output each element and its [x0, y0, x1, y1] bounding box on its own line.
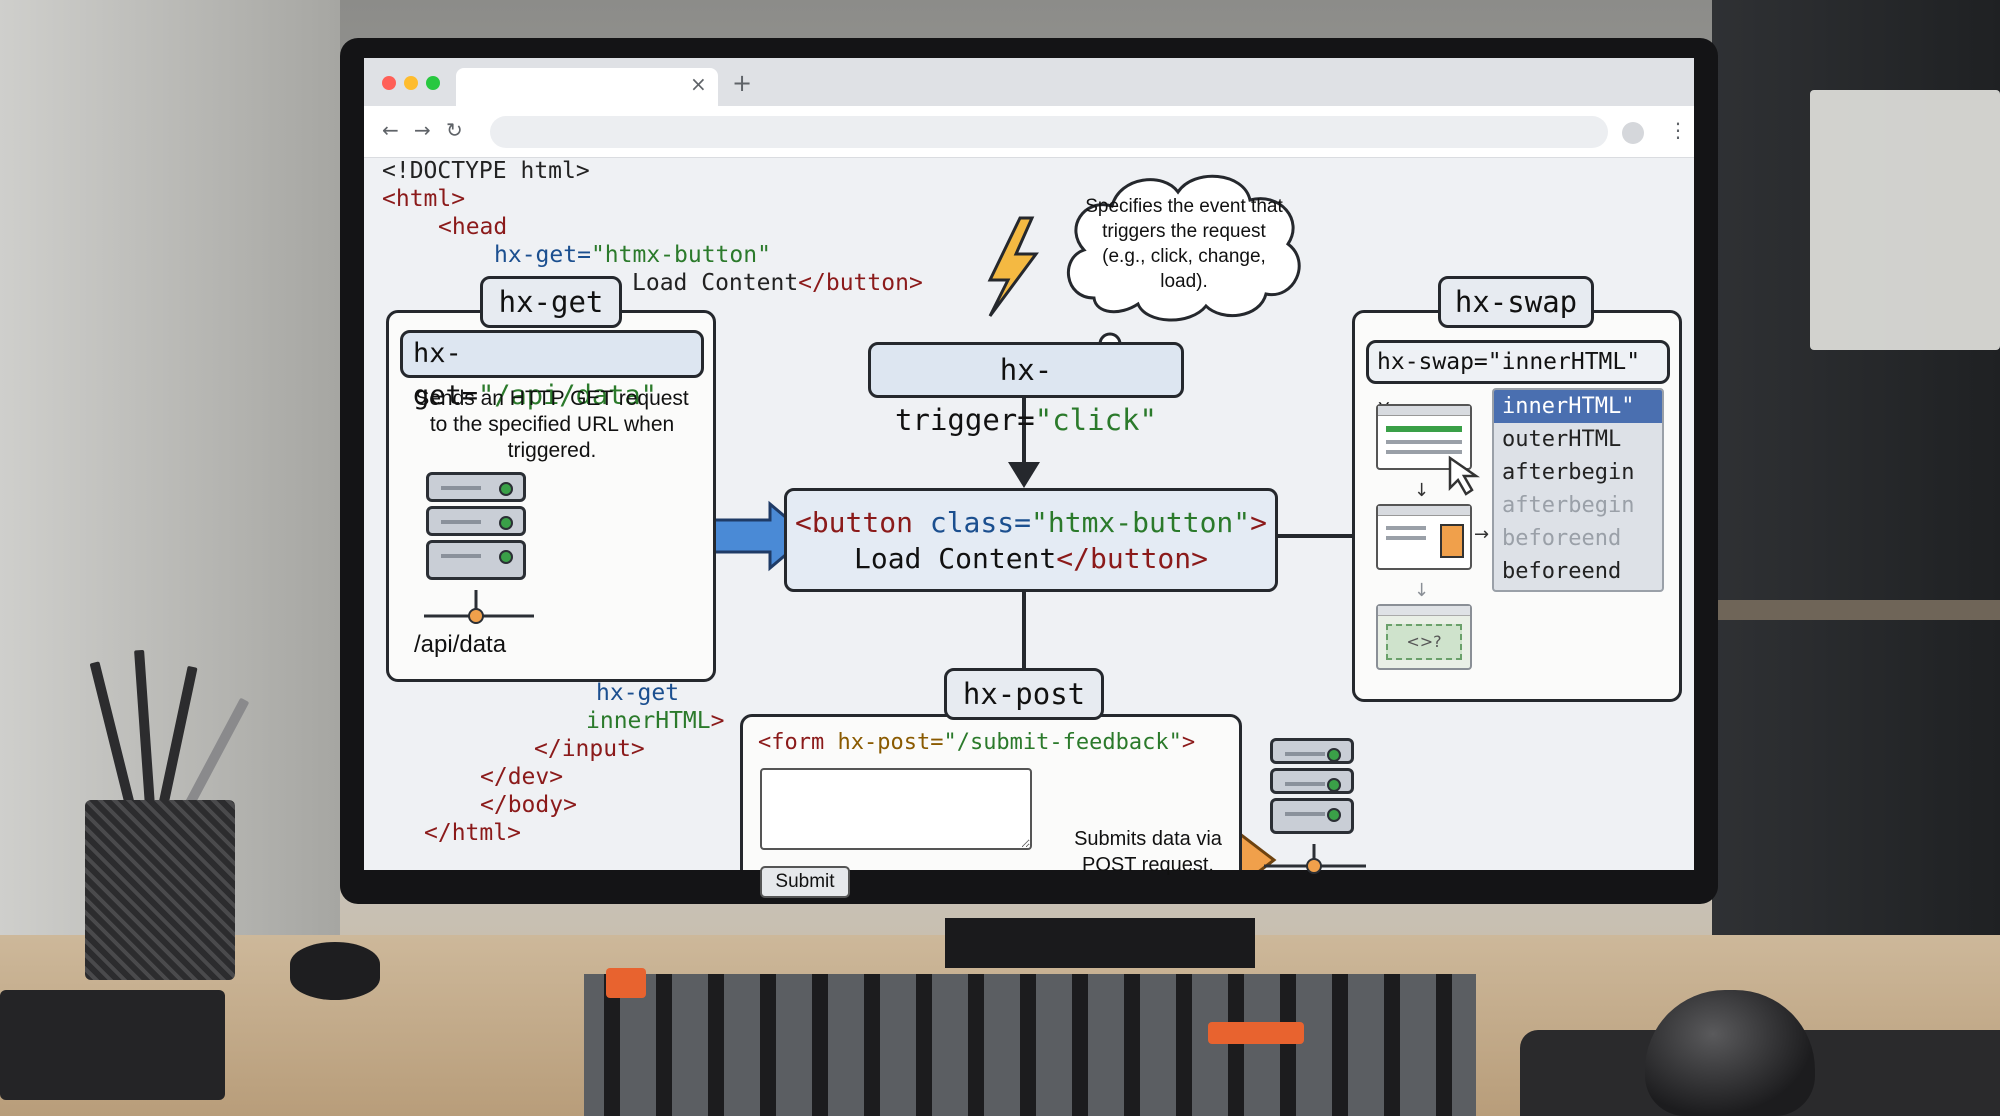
browser-tab[interactable] — [456, 68, 718, 106]
code-tag: </button> — [798, 270, 923, 296]
tab-close-icon[interactable]: × — [690, 72, 707, 96]
forward-arrow-icon[interactable]: → — [414, 118, 431, 142]
feedback-textarea[interactable] — [760, 768, 1032, 850]
button-open-line: <button class="htmx-button"> — [787, 505, 1275, 541]
keyboard — [560, 958, 1500, 1116]
hx-get-title: hx-get — [480, 276, 622, 328]
code-attr: class= — [929, 506, 1031, 539]
code-line: </body> — [480, 792, 577, 818]
form-code-line: <form hx-post="/submit-feedback"> — [758, 730, 1195, 755]
down-arrow-icon: ↓ — [1414, 580, 1430, 601]
attr-value: "click" — [1034, 403, 1157, 437]
code-value: "htmx-button" — [590, 242, 771, 268]
right-arrow-icon: → — [1474, 524, 1490, 545]
swap-options-list[interactable]: innerHTML" outerHTML afterbegin afterbeg… — [1492, 388, 1664, 592]
attr-name: hx-trigger= — [895, 353, 1053, 437]
code-line: Load Content</button> — [632, 270, 923, 296]
hx-swap-select[interactable]: hx-swap="innerHTML" ⌄ — [1366, 340, 1670, 413]
browser-window: × + ← → ↻ ⋮ <!DOCTYPE html> <html> <head… — [364, 58, 1694, 870]
desk-puck — [290, 942, 380, 1000]
code-tag: > — [710, 708, 725, 734]
code-line: innerHTML> — [586, 708, 724, 734]
hx-get-attribute: hx-get="/api/data" — [400, 330, 704, 411]
spacer — [760, 860, 761, 861]
submit-button[interactable]: Submit — [760, 866, 850, 898]
attr-value: "/api/data" — [478, 380, 657, 411]
hx-post-description: Submits data via POST request. — [1074, 828, 1222, 876]
code-text: Load Content — [632, 270, 799, 296]
attr-name: hx-get= — [413, 338, 479, 411]
address-bar[interactable] — [490, 116, 1608, 148]
network-icon — [424, 590, 534, 624]
shelf — [1712, 600, 2000, 620]
code-line: </html> — [424, 820, 521, 846]
code-tag: > — [1250, 506, 1268, 539]
back-arrow-icon[interactable]: ← — [382, 118, 399, 142]
minimize-window-button[interactable] — [404, 76, 418, 90]
code-tag: > — [1181, 730, 1196, 755]
maximize-window-button[interactable] — [426, 76, 440, 90]
code-tag: <form — [758, 730, 825, 755]
hx-swap-title: hx-swap — [1438, 276, 1594, 328]
background-wall — [0, 0, 340, 940]
button-element-box[interactable]: <button class="htmx-button"> Load Conten… — [784, 488, 1278, 592]
page-after-swap-icon: <>? — [1376, 604, 1472, 670]
code-line: <head — [438, 214, 508, 240]
select-value: hx-swap="innerHTML" — [1377, 349, 1641, 375]
swap-option[interactable]: outerHTML — [1502, 427, 1622, 452]
code-text: Load Content — [853, 542, 1057, 575]
swap-option[interactable]: afterbegin — [1502, 460, 1635, 485]
swap-placeholder-glyph: <>? — [1386, 624, 1462, 660]
code-value: "/submit-feedback" — [943, 730, 1182, 755]
profile-avatar[interactable] — [1622, 122, 1644, 144]
notebook — [0, 990, 225, 1100]
new-tab-icon[interactable]: + — [732, 69, 753, 97]
button-text-line: Load Content</button> — [787, 541, 1275, 577]
hx-post-title: hx-post — [944, 668, 1104, 720]
page-before-swap-icon — [1376, 404, 1472, 470]
close-window-button[interactable] — [382, 76, 396, 90]
down-arrow-icon: ↓ — [1414, 480, 1430, 501]
swap-option[interactable]: innerHTML" — [1494, 390, 1662, 423]
trigger-description: Specifies the event that triggers the re… — [1085, 196, 1283, 292]
swap-option[interactable]: beforeend — [1502, 559, 1622, 584]
code-line: <!DOCTYPE html> — [382, 158, 590, 184]
keyboard-accent-key — [1208, 1022, 1304, 1044]
browser-menu-icon[interactable]: ⋮ — [1668, 118, 1688, 142]
post-network-icon — [1264, 844, 1366, 874]
code-attr: hx-get= — [494, 242, 591, 268]
swap-option[interactable]: afterbegin — [1502, 493, 1635, 518]
computer-mouse — [1645, 990, 1815, 1116]
hx-trigger-attribute: hx-trigger="click" — [868, 342, 1184, 437]
code-line: hx-get — [596, 680, 680, 706]
code-value: "htmx-button" — [1031, 506, 1251, 539]
lightning-icon — [987, 216, 1039, 317]
code-line: </input> — [534, 736, 645, 762]
reload-icon[interactable]: ↻ — [446, 118, 463, 142]
code-attr: innerHTML — [586, 708, 711, 734]
trigger-arrowhead-icon — [1008, 462, 1040, 488]
swap-option[interactable]: beforeend — [1502, 526, 1622, 551]
post-server-icon — [1270, 738, 1354, 838]
keyboard-accent-key — [606, 968, 646, 998]
hx-get-description: Sends an HTTP GET request to the specifi… — [415, 387, 689, 462]
monitor-stand — [945, 918, 1255, 968]
page-inserting-swap-icon — [1376, 504, 1472, 570]
server-path-label: /api/data — [414, 631, 507, 658]
code-attr: hx-post= — [837, 730, 944, 755]
code-tag: <button — [794, 506, 913, 539]
code-line: hx-get="htmx-button" — [494, 242, 771, 268]
code-line: <html> — [382, 186, 466, 212]
code-tag: </button> — [1056, 542, 1208, 575]
code-line: </dev> — [480, 764, 564, 790]
pencil-cup — [85, 800, 235, 980]
cursor-icon — [1448, 455, 1481, 496]
wall-calendar — [1810, 90, 2000, 350]
server-icon — [426, 472, 526, 584]
